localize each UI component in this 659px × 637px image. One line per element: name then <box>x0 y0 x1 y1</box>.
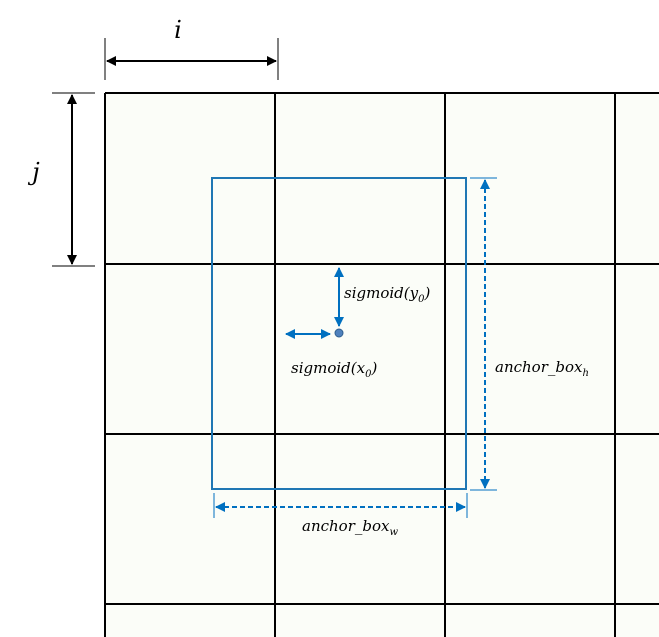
anchor-box <box>211 177 467 490</box>
anchor-h-label: anchor_boxh <box>495 358 589 379</box>
sigmoid-y-label: sigmoid(y0) <box>344 284 430 305</box>
grid <box>104 92 659 637</box>
i-label: i <box>174 16 182 44</box>
i-dimension: i <box>104 16 279 80</box>
center-offsets: sigmoid(y0) sigmoid(x0) <box>285 267 430 380</box>
j-dimension: j <box>27 92 95 267</box>
j-label: j <box>27 158 40 186</box>
grid-background <box>105 93 659 637</box>
sigmoid-x-label: sigmoid(x0) <box>291 359 377 380</box>
center-point <box>334 328 344 338</box>
anchor-width-dimension: anchor_boxw <box>213 493 468 538</box>
anchor-w-label: anchor_boxw <box>302 517 398 538</box>
anchor-height-dimension: anchor_boxh <box>470 177 589 491</box>
